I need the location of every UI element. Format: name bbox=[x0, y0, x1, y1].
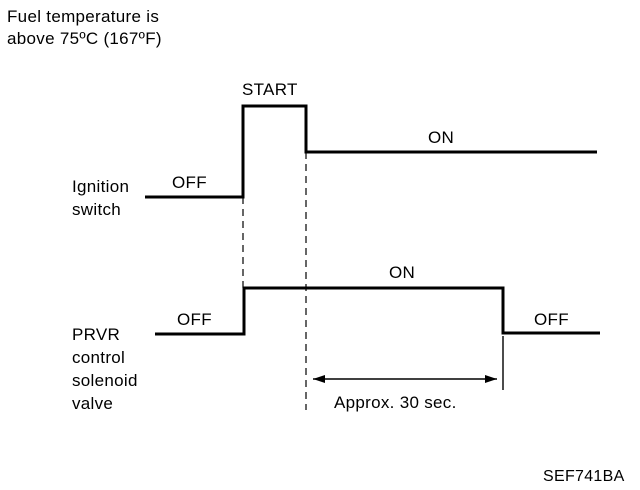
condition-line-1: Fuel temperature is bbox=[7, 7, 160, 26]
prvr-valve-waveform bbox=[155, 286, 600, 336]
duration-arrow-left-head bbox=[313, 375, 325, 383]
prvr-label-line-2: control bbox=[72, 348, 126, 367]
ignition-start-label: START bbox=[242, 80, 298, 99]
prvr-on-label: ON bbox=[389, 263, 416, 282]
duration-arrow-right-head bbox=[485, 375, 497, 383]
ignition-switch-waveform bbox=[145, 104, 597, 199]
prvr-label-line-1: PRVR bbox=[72, 325, 121, 344]
ignition-off-label: OFF bbox=[172, 173, 207, 192]
prvr-off-after-label: OFF bbox=[534, 310, 569, 329]
condition-line-2: above 75ºC (167ºF) bbox=[7, 29, 162, 48]
ignition-on-label: ON bbox=[428, 128, 455, 147]
prvr-label-line-4: valve bbox=[72, 394, 114, 413]
prvr-off-before-label: OFF bbox=[177, 310, 212, 329]
figure-code: SEF741BA bbox=[543, 468, 625, 485]
duration-label: Approx. 30 sec. bbox=[334, 393, 457, 412]
prvr-label-line-3: solenoid bbox=[72, 371, 138, 390]
ignition-switch-label-line-1: Ignition bbox=[72, 177, 130, 196]
ignition-switch-label-line-2: switch bbox=[72, 200, 122, 219]
